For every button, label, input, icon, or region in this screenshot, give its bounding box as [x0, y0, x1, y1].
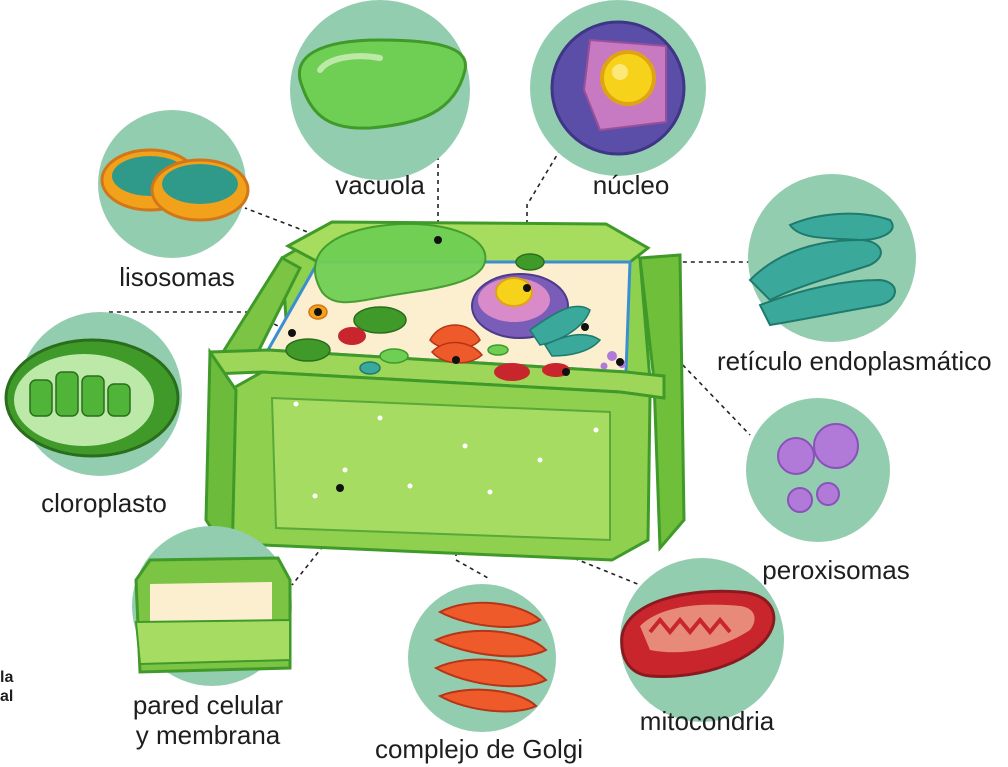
lisosomas-circle: [98, 110, 248, 258]
side-text-line2: al: [0, 687, 24, 706]
label-pared: pared celular y membrana: [126, 690, 290, 750]
side-text-cropped: la al: [0, 668, 24, 706]
pared-circle: [132, 526, 292, 686]
vacuola-circle: [290, 0, 470, 180]
label-peroxisomas: peroxisomas: [760, 555, 912, 585]
golgi-circle: [408, 584, 556, 732]
label-pared-line2: y membrana: [126, 720, 290, 750]
reticulo-circle: [748, 174, 916, 342]
side-text-line1: la: [0, 668, 24, 687]
cloroplasto-circle: [6, 312, 182, 476]
nucleo-circle: [530, 0, 706, 176]
label-reticulo: retículo endoplasmático: [717, 346, 992, 376]
label-cloroplasto: cloroplasto: [24, 488, 184, 518]
label-vacuola: vacuola: [330, 170, 430, 200]
cell-mito-1: [338, 327, 366, 345]
peroxisomas-circle: [746, 398, 890, 542]
cell-chloroplast-1: [354, 307, 406, 333]
cell-mito-2: [494, 363, 530, 381]
label-nucleo: núcleo: [586, 170, 676, 200]
cell-chloroplast-3: [516, 254, 544, 270]
label-lisosomas: lisosomas: [112, 262, 242, 292]
front-wall-face: [272, 398, 610, 540]
cell-chloroplast-2: [286, 339, 330, 361]
cell-nucleolus: [496, 278, 532, 306]
label-mitocondria: mitocondria: [632, 706, 782, 736]
label-golgi: complejo de Golgi: [374, 734, 584, 764]
label-pared-line1: pared celular: [126, 690, 290, 720]
plant-cell: [206, 222, 684, 560]
